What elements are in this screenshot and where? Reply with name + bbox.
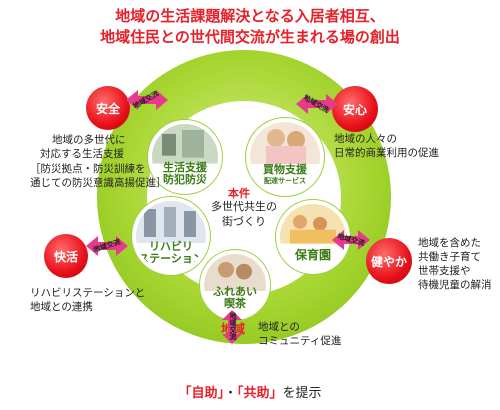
node-seikatsu-label-2: 防犯防災 [163,173,207,186]
node-rehab-label-2: ステーション [138,252,204,265]
caption: 「自助」・「共助」を提示 [0,382,500,401]
note-left-top-2: 対応する生活支援 [40,148,124,160]
note-right-top-2: 日常的商業利用の促進 [334,147,439,159]
note-left-top-4: 通じての防災意識高揚促進］ [30,177,167,189]
arrow-label-bottom: 地域交流 [229,312,237,340]
node-seikatsu-label-1: 生活支援 [163,161,207,174]
hoikuen-photo [280,204,346,244]
badge-anzen: 安全 [86,86,130,130]
note-left-bottom-1: リハビリステーションと [30,287,146,299]
node-seikatsu-shien: 生活支援 防犯防災 [148,120,222,194]
node-kaimono-shien: 買物支援 配達サービス [246,118,324,196]
note-right-bottom-2: 共働き子育て [418,251,481,263]
center-title: 本件 [228,187,250,200]
center-line-1: 多世代共生の [211,200,277,213]
note-right-bottom-3: 世帯支援や [418,265,471,277]
note-left-top-3: ［防災拠点・防災訓練を [30,163,146,175]
note-right-bottom-4: 待機児童の解消 [418,279,492,291]
fureai-photo [204,254,266,292]
seikatsu-photo [152,124,218,164]
node-fureai-label-2: 喫茶 [224,297,246,310]
node-fureai-label-1: ふれあい [213,285,257,298]
node-rehab-label-1: リハビリ [149,240,193,253]
node-rehab-station: リハビリ ステーション [132,197,210,275]
note-left-bottom-2: 地域との連携 [30,301,93,313]
node-fureai-kissa: ふれあい 喫茶 [200,250,270,320]
diagram-title-line-1: 地域の生活課題解決となる入居者相互、 [115,7,385,25]
caption-teiji: を提示 [282,386,322,401]
node-kaimono-label: 買物支援 [263,163,307,176]
note-right-bottom-1: 地域を含めた [418,237,481,249]
center-line-2: 街づくり [222,215,266,228]
badge-kaiteki: 快活 [44,234,88,278]
note-bottom-2: コミュニティ促進 [258,335,342,347]
caption-kyojo: 「共助」 [237,386,283,401]
kaimono-photo [250,122,320,164]
diagram-title-line-2: 地域住民との世代間交流が生まれる場の創出 [100,28,400,46]
note-bottom-1: 地域との [258,321,300,333]
note-right-top-1: 地域の人々の [334,133,397,145]
caption-jijo: 「自助」 [178,386,224,401]
rehab-photo [136,201,206,243]
caption-sep: ・ [223,386,237,401]
node-kaimono-sub: 配達サービス [264,177,306,185]
badge-anshin: 安心 [332,86,378,132]
node-hoikuen: 保育園 [276,200,350,274]
badge-sukoyaka: 健やか [366,238,412,284]
note-left-top-1: 地域の多世代に [52,134,126,146]
node-hoikuen-label: 保育園 [294,248,331,262]
